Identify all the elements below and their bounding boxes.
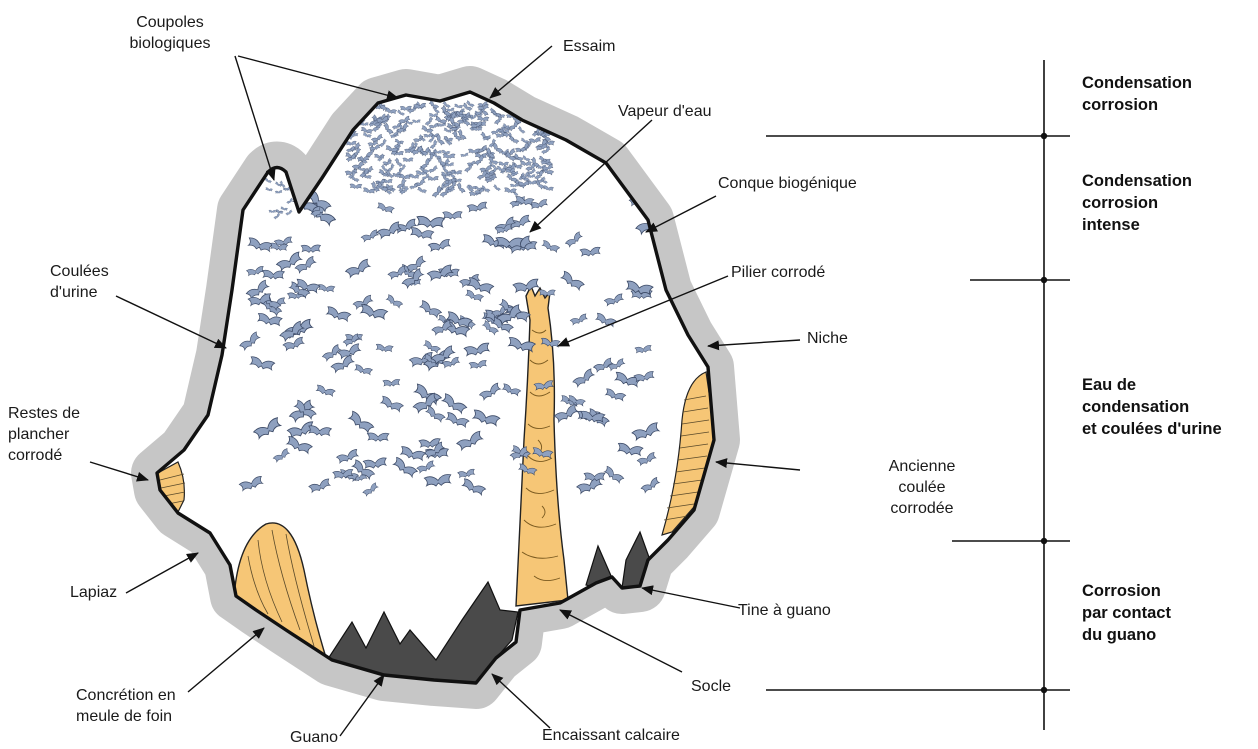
- label-restes: Restes de plancher corrodé: [8, 403, 80, 466]
- label-guano: Guano: [290, 727, 338, 748]
- label-lapiaz: Lapiaz: [70, 582, 117, 603]
- arrow-lapiaz: [126, 553, 198, 593]
- arrow-coupoles-2: [238, 56, 398, 98]
- zone-label-2: Condensation corrosion intense: [1082, 170, 1192, 236]
- label-vapeur: Vapeur d'eau: [618, 101, 712, 122]
- arrow-socle: [560, 610, 682, 672]
- scale-tick: [1041, 538, 1047, 544]
- label-niche: Niche: [807, 328, 848, 349]
- label-concretion: Concrétion en meule de foin: [76, 685, 176, 727]
- label-tine: Tine à guano: [738, 600, 831, 621]
- zone-scale: [766, 60, 1070, 730]
- arrow-concretion: [188, 628, 264, 692]
- scale-tick: [1041, 687, 1047, 693]
- label-socle: Socle: [691, 676, 731, 697]
- label-conque: Conque biogénique: [718, 173, 857, 194]
- scale-tick: [1041, 133, 1047, 139]
- zone-label-3: Eau de condensation et coulées d'urine: [1082, 374, 1222, 440]
- label-coupoles: Coupoles biologiques: [110, 12, 230, 54]
- label-ancienne: Ancienne coulée corrodée: [872, 456, 972, 519]
- arrow-encaissant: [492, 674, 550, 728]
- label-essaim: Essaim: [563, 36, 615, 57]
- zone-label-4: Corrosion par contact du guano: [1082, 580, 1171, 646]
- label-encaissant: Encaissant calcaire: [542, 725, 680, 746]
- scale-tick: [1041, 277, 1047, 283]
- label-pilier: Pilier corrodé: [731, 262, 825, 283]
- label-coulees-urine: Coulées d'urine: [50, 261, 109, 303]
- zone-label-1: Condensation corrosion: [1082, 72, 1192, 116]
